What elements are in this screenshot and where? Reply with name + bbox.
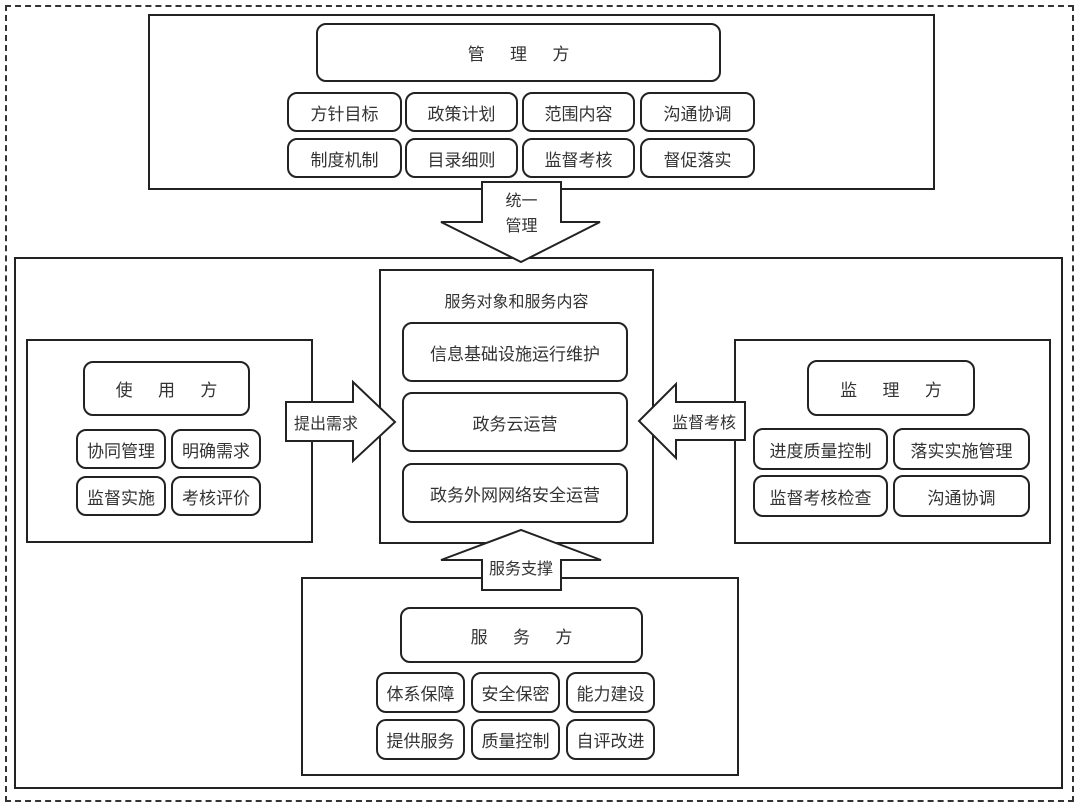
service-content-item: 政务云运营 (402, 392, 628, 452)
provider-item: 安全保密 (471, 672, 560, 713)
service-content-title: 服务对象和服务内容 (444, 292, 589, 311)
management-item: 目录细则 (405, 138, 518, 178)
service-support-label: 服务支撑 (488, 559, 553, 578)
management-item: 督促落实 (640, 138, 755, 178)
provider-item: 提供服务 (376, 719, 465, 760)
service-content-item: 政务外网网络安全运营 (402, 463, 628, 523)
user-item: 考核评价 (171, 476, 261, 516)
unified-management-label-2: 管理 (505, 216, 538, 235)
submit-demand-label: 提出需求 (293, 414, 358, 433)
provider-item: 自评改进 (566, 719, 655, 760)
management-item: 制度机制 (287, 138, 402, 178)
supervisor-title: 监 理 方 (807, 360, 975, 416)
management-item: 范围内容 (522, 92, 635, 132)
user-item: 明确需求 (171, 429, 261, 469)
user-title: 使 用 方 (83, 361, 250, 416)
provider-title: 服 务 方 (400, 607, 643, 663)
provider-item: 能力建设 (566, 672, 655, 713)
supervisor-item: 沟通协调 (893, 475, 1030, 517)
unified-management-label-1: 统一 (505, 191, 538, 210)
supervisor-item: 落实实施管理 (893, 428, 1030, 470)
service-content-item: 信息基础设施运行维护 (402, 322, 628, 382)
management-item: 监督考核 (522, 138, 635, 178)
outer-boundary (5, 5, 1074, 802)
supervise-assess-label: 监督考核 (671, 413, 736, 432)
provider-item: 质量控制 (471, 719, 560, 760)
management-item: 政策计划 (405, 92, 518, 132)
management-item: 方针目标 (287, 92, 402, 132)
management-title: 管 理 方 (316, 23, 721, 82)
user-item: 监督实施 (76, 476, 166, 516)
supervisor-item: 监督考核检查 (753, 475, 888, 517)
supervisor-item: 进度质量控制 (753, 428, 888, 470)
user-item: 协同管理 (76, 429, 166, 469)
management-item: 沟通协调 (640, 92, 755, 132)
provider-item: 体系保障 (376, 672, 465, 713)
